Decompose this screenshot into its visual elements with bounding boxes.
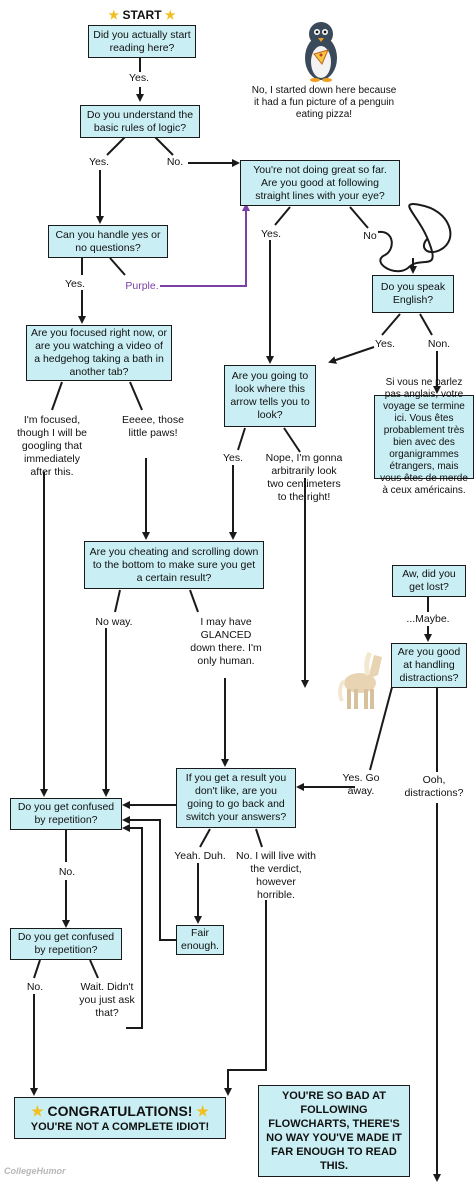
- node-switch: If you get a result you don't like, are …: [176, 768, 296, 828]
- label-yes1: Yes.: [128, 72, 150, 84]
- label-maybe: ...Maybe.: [406, 613, 450, 625]
- star-icon: ★: [108, 8, 120, 22]
- node-bad: YOU'RE SO BAD AT FOLLOWING FLOWCHARTS, T…: [258, 1085, 410, 1177]
- congrats-heading: CONGRATULATIONS!: [47, 1102, 193, 1119]
- congrats-subheading: YOU'RE NOT A COMPLETE IDIOT!: [30, 1120, 210, 1133]
- label-purple: Purple.: [125, 280, 159, 292]
- label-no2: No.: [166, 156, 184, 168]
- node-notgreat: You're not doing great so far. Are you g…: [240, 160, 400, 206]
- label-yes-goaway: Yes. Go away.: [342, 772, 380, 797]
- label-im-focused: I'm focused, though I will be googling t…: [16, 414, 88, 478]
- node-actually: Did you actually start reading here?: [88, 25, 196, 58]
- label-no-lines: No: [363, 230, 377, 242]
- watermark-logo: CollegeHumor: [4, 1166, 66, 1176]
- label-yes-arrow: Yes.: [222, 452, 244, 464]
- label-nope: Nope, I'm gonna arbitrarily look two cen…: [265, 452, 343, 503]
- label-yes3: Yes.: [64, 278, 86, 290]
- node-focused: Are you focused right now, or are you wa…: [26, 325, 172, 381]
- label-no-verdict: No. I will live with the verdict, howeve…: [236, 850, 316, 901]
- node-french: Si vous ne parlez pas anglais, votre voy…: [374, 377, 474, 496]
- node-confused2: Do you get confused by repetition?: [10, 928, 122, 960]
- node-congrats: ★ CONGRATULATIONS! ★ YOU'RE NOT A COMPLE…: [14, 1097, 226, 1139]
- label-yes2: Yes.: [88, 156, 110, 168]
- star-icon: ★: [31, 1102, 44, 1119]
- node-lost: Aw, did you get lost?: [392, 565, 466, 597]
- label-no-english: Non.: [427, 338, 451, 350]
- label-eeee: Eeeee, those little paws!: [122, 414, 184, 439]
- node-english: Do you speak English?: [372, 275, 454, 313]
- penguin-pizza-icon: [305, 22, 337, 82]
- start-label: START: [122, 8, 162, 22]
- star-icon: ★: [196, 1102, 209, 1119]
- node-logic: Do you understand the basic rules of log…: [80, 105, 200, 138]
- label-no-confused: No.: [58, 866, 76, 878]
- node-yesno: Can you handle yes or no questions?: [48, 225, 168, 258]
- start-title: ★ START ★: [100, 8, 184, 22]
- node-cheating: Are you cheating and scrolling down to t…: [84, 541, 264, 589]
- node-arrow: Are you going to look where this arrow t…: [224, 365, 316, 427]
- pony-icon: [338, 651, 382, 709]
- node-distractions: Are you good at handling distractions?: [391, 643, 467, 688]
- label-yes-lines: Yes.: [260, 228, 282, 240]
- node-fair: Fair enough.: [176, 925, 224, 955]
- label-glanced: I may have GLANCED down there. I'm only …: [190, 616, 262, 667]
- label-no-way: No way.: [95, 616, 133, 628]
- label-wait: Wait. Didn't you just ask that?: [79, 981, 135, 1019]
- star-icon: ★: [164, 8, 176, 22]
- label-yes-english: Yes.: [374, 338, 396, 350]
- label-no-final: No.: [26, 981, 44, 993]
- label-yeah-duh: Yeah. Duh.: [174, 850, 226, 862]
- node-confused1: Do you get confused by repetition?: [10, 798, 122, 830]
- label-penguin-text: No, I started down here because it had a…: [251, 85, 397, 120]
- label-ooh: Ooh, distractions?: [404, 774, 464, 799]
